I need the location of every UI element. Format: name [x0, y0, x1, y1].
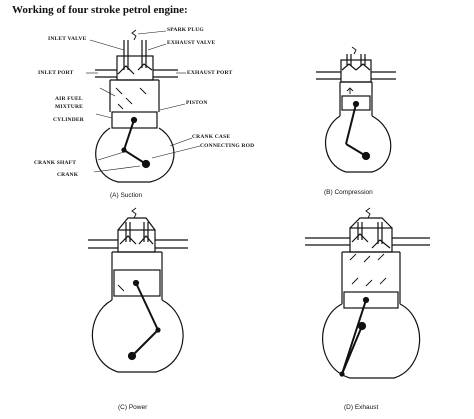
- label-piston: PISTON: [186, 100, 208, 106]
- label-cylinder: CYLINDER: [53, 117, 84, 123]
- label-air-fuel: AIR FUEL: [55, 96, 83, 102]
- label-inlet-valve: INLET VALVE: [48, 36, 87, 42]
- engine-power: [88, 207, 188, 373]
- label-mixture: MIXTURE: [55, 104, 83, 110]
- engine-compression: [316, 46, 396, 173]
- label-crank-case: CRANK CASE: [192, 134, 231, 140]
- label-crank-shaft: CRANK SHAFT: [34, 160, 77, 166]
- engine-exhaust: [305, 207, 430, 379]
- page-title: Working of four stroke petrol engine:: [12, 4, 188, 16]
- label-spark-plug: SPARK PLUG: [167, 27, 204, 33]
- label-exhaust-valve: EXHAUST VALVE: [167, 40, 216, 46]
- label-crank: CRANK: [57, 172, 79, 178]
- label-exhaust-port: EXHAUST PORT: [187, 70, 233, 76]
- label-inlet-port: INLET PORT: [38, 70, 74, 76]
- caption-compression: (B) Compression: [324, 189, 373, 196]
- caption-exhaust: (D) Exhaust: [344, 404, 379, 411]
- label-connecting-rod: CONNECTING ROD: [200, 143, 255, 149]
- caption-power: (C) Power: [118, 404, 148, 411]
- caption-suction: (A) Suction: [110, 192, 143, 199]
- engine-suction: [86, 29, 201, 183]
